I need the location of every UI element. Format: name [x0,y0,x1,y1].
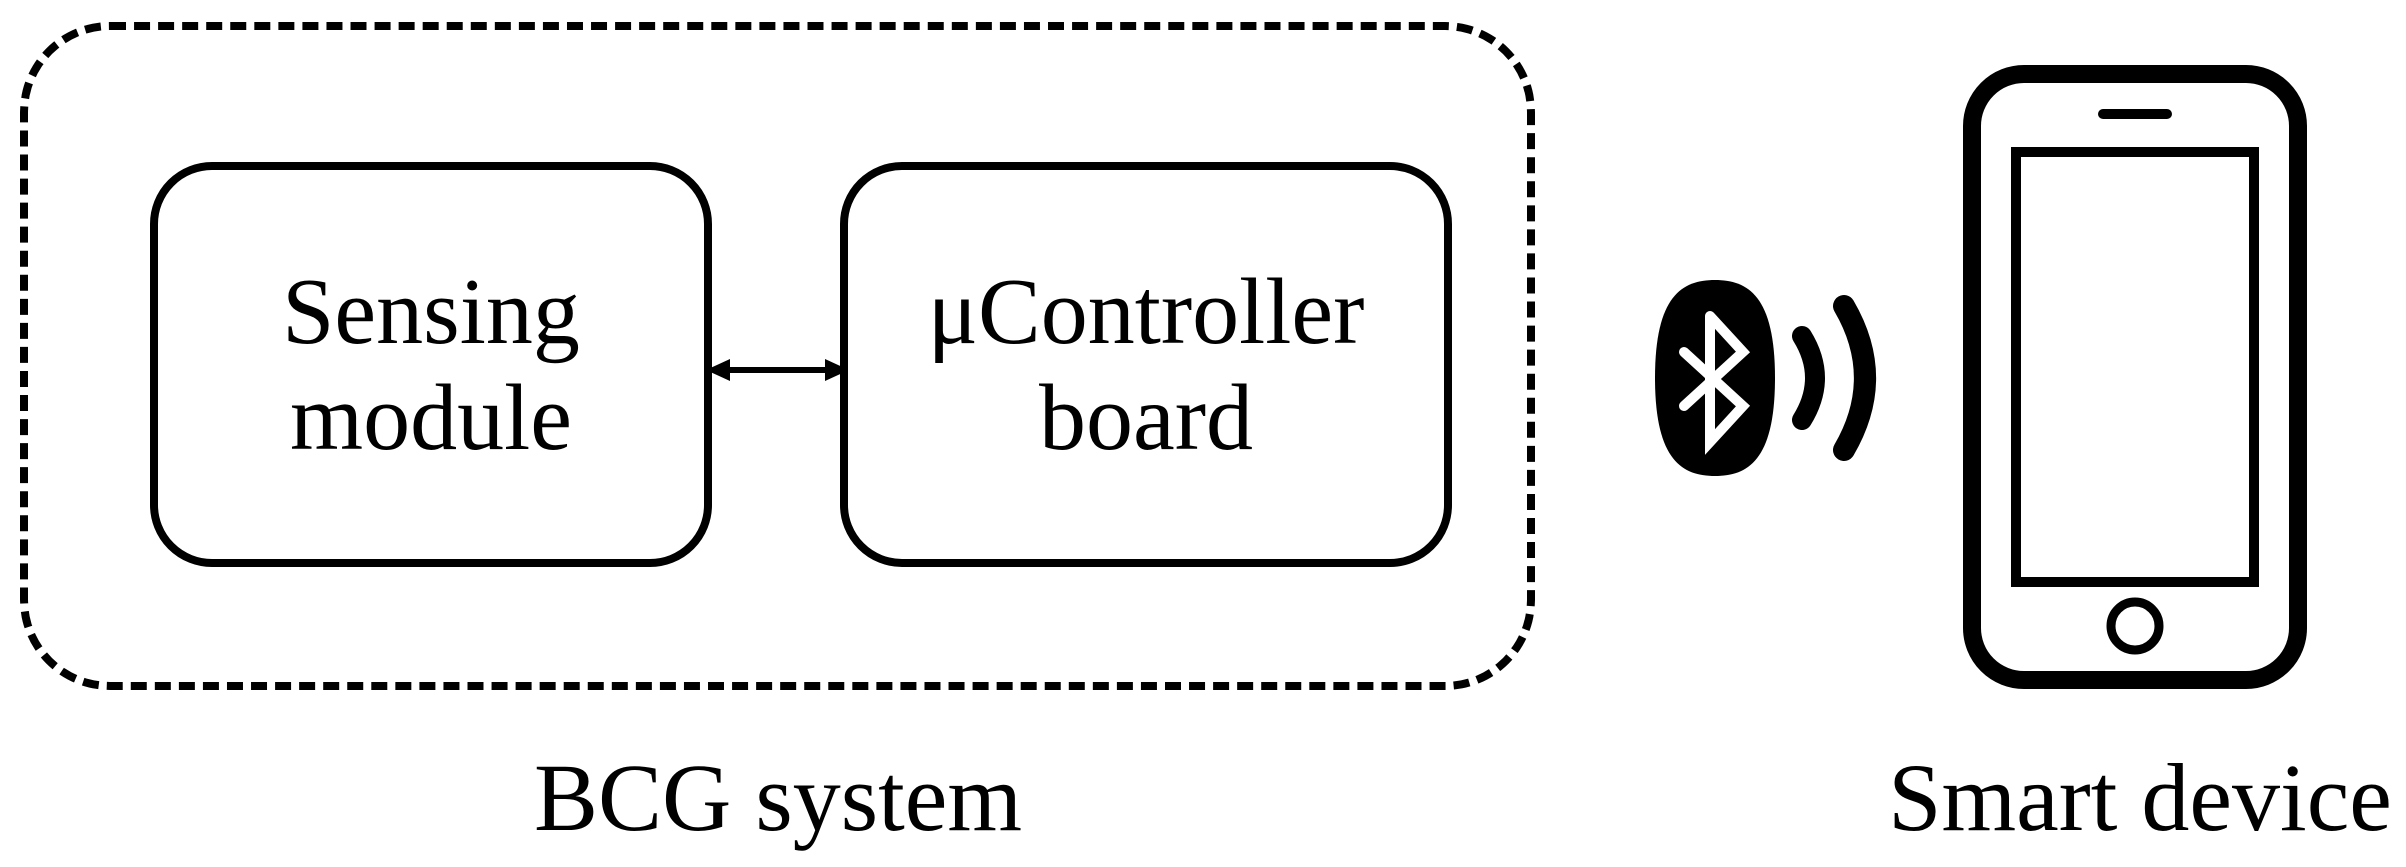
microcontroller-board-block: μController board [840,162,1452,567]
microcontroller-board-label-line-1: μController [927,259,1365,364]
bluetooth-icon [1655,280,1876,476]
smartphone-icon [1963,65,2307,689]
bcg-system-caption: BCG system [533,744,1023,851]
bidirectional-arrow [706,359,849,381]
bcg-system-boundary [20,22,1535,690]
sensing-module-block: Sensing module [150,162,712,567]
sensing-module-label-line-2: module [290,365,572,470]
smart-device-caption: Smart device [1888,744,2392,851]
microcontroller-board-label-line-2: board [1038,365,1254,470]
sensing-module-label-line-1: Sensing [282,259,580,364]
